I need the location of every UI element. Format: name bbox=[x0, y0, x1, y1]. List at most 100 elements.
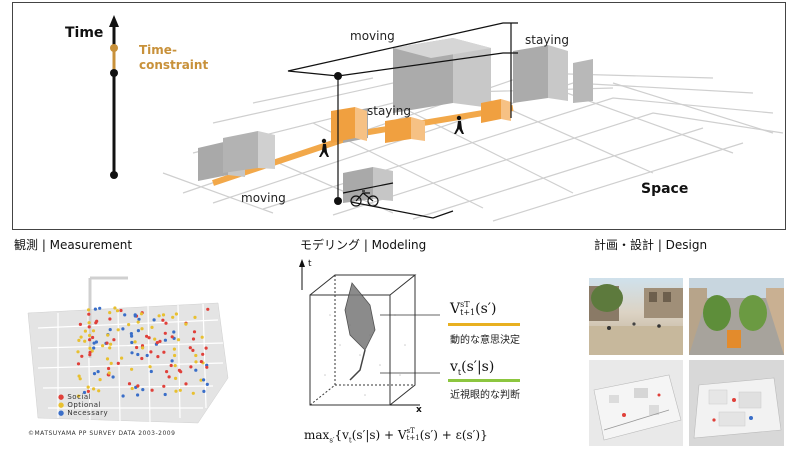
time-constraint-line1: Time- bbox=[139, 43, 177, 57]
survey-dots bbox=[76, 306, 210, 398]
street-tram-photo bbox=[689, 278, 784, 355]
survey-dot bbox=[112, 338, 116, 342]
survey-dot bbox=[88, 350, 92, 355]
survey-dot bbox=[87, 308, 91, 312]
survey-dot bbox=[147, 336, 151, 340]
survey-dot bbox=[206, 307, 210, 311]
design-model-photo bbox=[689, 360, 784, 446]
survey-dot bbox=[78, 377, 82, 381]
survey-dot bbox=[83, 329, 87, 333]
survey-dot bbox=[184, 382, 188, 386]
decision-cube bbox=[299, 259, 440, 406]
survey-dot bbox=[136, 352, 140, 357]
survey-dot bbox=[76, 362, 81, 366]
survey-dot bbox=[199, 378, 203, 382]
survey-dot bbox=[162, 384, 166, 388]
survey-dot bbox=[191, 391, 195, 395]
survey-dot bbox=[92, 346, 96, 350]
survey-dot bbox=[172, 347, 176, 351]
survey-dot bbox=[155, 341, 159, 345]
survey-dot bbox=[94, 340, 98, 344]
survey-dot bbox=[149, 369, 153, 374]
survey-dot bbox=[123, 313, 127, 317]
survey-dot bbox=[165, 370, 169, 374]
measurement-legend: ● Social ● Optional ● Necessary bbox=[58, 393, 108, 417]
time-node-lower bbox=[110, 171, 118, 179]
survey-dot bbox=[156, 355, 160, 359]
survey-dot bbox=[172, 330, 176, 334]
survey-dot bbox=[96, 370, 100, 374]
myopic-judgment-note: 近視眼的な判断 bbox=[450, 390, 520, 401]
survey-dot bbox=[108, 346, 112, 350]
survey-dot bbox=[163, 392, 167, 397]
survey-dot bbox=[86, 389, 90, 393]
time-node-upper bbox=[110, 69, 118, 77]
survey-dot bbox=[171, 315, 175, 319]
survey-dot bbox=[108, 311, 112, 315]
survey-dot bbox=[205, 382, 209, 386]
survey-dot bbox=[137, 317, 141, 321]
survey-dot bbox=[95, 319, 99, 323]
survey-dot bbox=[108, 317, 112, 321]
survey-dot bbox=[174, 376, 178, 380]
survey-dot bbox=[130, 340, 134, 345]
survey-dot bbox=[200, 335, 204, 339]
survey-dot bbox=[164, 321, 168, 325]
staying-blocks bbox=[331, 99, 511, 143]
future-value-underline bbox=[448, 323, 520, 326]
legend-necessary: ● Necessary bbox=[58, 409, 109, 417]
time-axis-arrow-icon bbox=[109, 15, 119, 27]
survey-dot bbox=[201, 352, 205, 356]
bicycle-icon bbox=[350, 190, 379, 207]
time-constraint-node bbox=[110, 44, 118, 52]
axis-t-label: t bbox=[308, 259, 312, 269]
measurement-title: 観測 | Measurement bbox=[14, 238, 133, 252]
survey-dot bbox=[177, 368, 181, 372]
prism-top-node bbox=[334, 72, 342, 80]
survey-dot bbox=[79, 335, 83, 339]
survey-dot bbox=[193, 315, 197, 319]
survey-credit: ©MATSUYAMA PP SURVEY DATA 2003-2009 bbox=[28, 430, 176, 437]
prism-bottom-node bbox=[334, 197, 342, 205]
survey-dot bbox=[111, 375, 115, 379]
survey-dot bbox=[109, 342, 113, 346]
time-label: Time bbox=[65, 25, 104, 41]
survey-dot bbox=[194, 360, 198, 364]
moving-top-label: moving bbox=[350, 29, 395, 43]
survey-dot bbox=[106, 333, 110, 337]
survey-dot bbox=[173, 364, 177, 368]
survey-dot bbox=[202, 378, 206, 382]
survey-dot bbox=[135, 345, 139, 350]
pedestrian-icon-2 bbox=[454, 115, 464, 134]
space-label: Space bbox=[641, 181, 689, 197]
survey-dot bbox=[169, 363, 173, 368]
survey-dot bbox=[162, 350, 166, 354]
design-title: 計画・設計 | Design bbox=[594, 238, 708, 252]
survey-dot bbox=[121, 327, 125, 331]
survey-dot bbox=[87, 333, 92, 338]
survey-dot bbox=[178, 388, 182, 392]
survey-dot bbox=[161, 318, 165, 322]
legend-social: ● Social bbox=[58, 393, 92, 401]
time-constraint-line2: constraint bbox=[139, 58, 209, 72]
survey-dot bbox=[176, 338, 181, 342]
survey-dot bbox=[92, 387, 96, 391]
survey-dot bbox=[77, 338, 81, 342]
survey-dot bbox=[136, 320, 140, 324]
survey-dot bbox=[93, 307, 97, 311]
survey-dot bbox=[192, 330, 197, 334]
survey-dot bbox=[92, 372, 97, 376]
survey-dot bbox=[120, 356, 124, 360]
survey-dot bbox=[148, 365, 152, 369]
survey-dot bbox=[101, 344, 105, 348]
survey-dot bbox=[161, 313, 166, 317]
survey-dot bbox=[82, 390, 87, 395]
survey-dot bbox=[136, 384, 140, 388]
decision-polygon bbox=[344, 282, 376, 351]
survey-dot bbox=[150, 325, 154, 329]
space-time-illustration bbox=[109, 15, 784, 222]
survey-dot bbox=[109, 361, 113, 365]
survey-dot bbox=[113, 306, 117, 310]
survey-dot bbox=[97, 389, 101, 393]
survey-dot bbox=[189, 365, 193, 369]
